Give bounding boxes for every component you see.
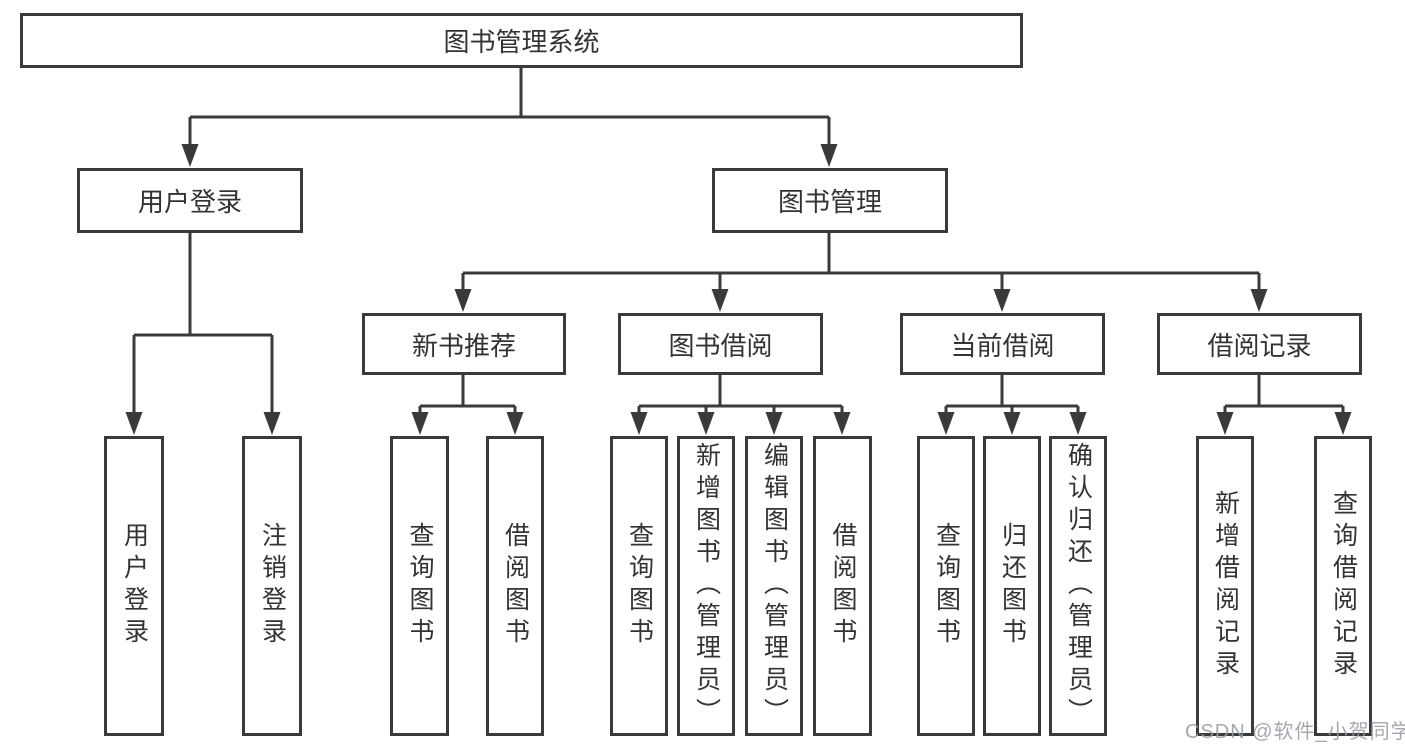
leaf-user-login: 用户登录	[104, 436, 164, 736]
leaf-records-query-borrow-record: 查询借阅记录	[1314, 436, 1372, 736]
node-borrow-records: 借阅记录	[1157, 313, 1362, 375]
node-library-system: 图书管理系统	[20, 13, 1023, 68]
leaf-recommend-borrow-books: 借阅图书	[486, 436, 544, 736]
connector-root-to-level2	[181, 67, 838, 167]
connector-borrow-records-children	[1216, 375, 1352, 435]
leaf-current-confirm-return-admin: 确认归还（管理员）	[1049, 436, 1107, 736]
leaf-recommend-query-books: 查询图书	[390, 436, 449, 736]
connector-user-login-children	[125, 233, 281, 435]
node-book-borrow: 图书借阅	[618, 313, 823, 375]
connector-book-mgmt-to-level3	[454, 233, 1268, 312]
leaf-current-return-books: 归还图书	[983, 436, 1041, 736]
node-new-book-recommend: 新书推荐	[362, 313, 566, 375]
connector-current-borrow-children	[937, 375, 1087, 435]
leaf-borrow-query-books: 查询图书	[610, 436, 668, 736]
connector-book-borrow-children	[630, 375, 851, 435]
leaf-borrow-add-book-admin: 新增图书（管理员）	[677, 436, 735, 736]
csdn-watermark: CSDN @软件_小贺同学	[1185, 721, 1405, 743]
connector-new-book-children	[411, 375, 524, 435]
leaf-logout: 注销登录	[242, 436, 302, 736]
node-book-management: 图书管理	[712, 168, 948, 233]
leaf-borrow-borrow-books: 借阅图书	[813, 436, 872, 736]
leaf-current-query-books: 查询图书	[917, 436, 975, 736]
node-user-login: 用户登录	[77, 168, 303, 233]
node-current-borrow: 当前借阅	[900, 313, 1105, 375]
leaf-borrow-edit-book-admin: 编辑图书（管理员）	[745, 436, 803, 736]
leaf-records-add-borrow-record: 新增借阅记录	[1196, 436, 1254, 736]
